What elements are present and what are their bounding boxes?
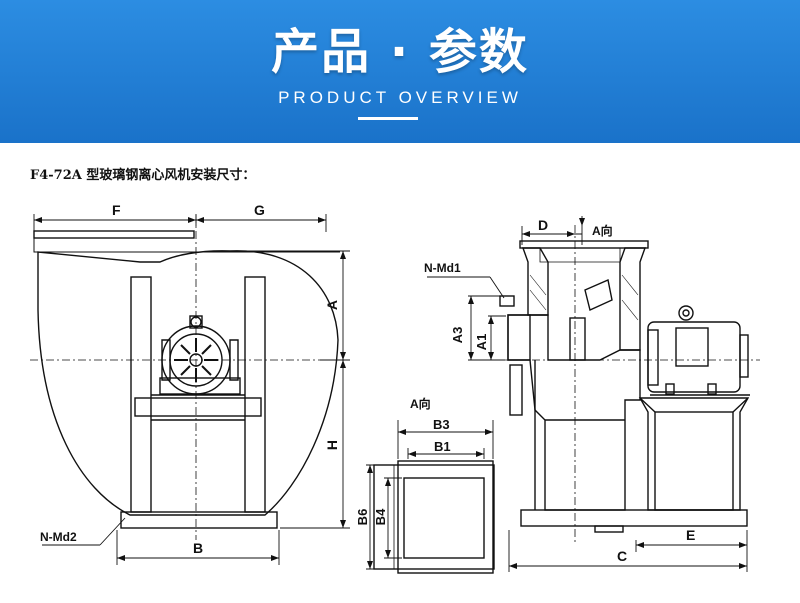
label-e: E bbox=[686, 527, 695, 543]
label-b6: B6 bbox=[355, 509, 370, 526]
right-dimensions bbox=[427, 216, 748, 572]
title-underline bbox=[358, 117, 418, 120]
label-c: C bbox=[617, 548, 627, 564]
label-a-view-right: A向 bbox=[592, 223, 613, 238]
label-b1: B1 bbox=[434, 439, 451, 454]
label-b: B bbox=[193, 540, 203, 556]
label-n-md1: N-Md1 bbox=[424, 261, 461, 275]
header-banner: 产品 · 参数 PRODUCT OVERVIEW bbox=[0, 0, 800, 143]
page-title: 产品 · 参数 bbox=[271, 24, 529, 80]
label-b4: B4 bbox=[373, 508, 388, 525]
label-a: A bbox=[324, 300, 340, 310]
label-a3: A3 bbox=[450, 327, 465, 344]
fan-front-view bbox=[30, 215, 340, 540]
label-g: G bbox=[254, 202, 265, 218]
label-b3: B3 bbox=[433, 417, 450, 432]
label-n-md2: N-Md2 bbox=[40, 530, 77, 544]
diagram-caption: F4-72A 型玻璃钢离心风机安装尺寸： bbox=[30, 168, 256, 183]
left-dimensions bbox=[33, 214, 350, 565]
label-a1: A1 bbox=[474, 334, 489, 351]
flange-a-view bbox=[366, 420, 495, 574]
fan-side-view bbox=[499, 225, 760, 545]
label-a-view-flange: A向 bbox=[410, 396, 431, 411]
label-h: H bbox=[324, 440, 340, 450]
label-d: D bbox=[538, 217, 548, 233]
page-subtitle: PRODUCT OVERVIEW bbox=[278, 88, 522, 107]
label-f: F bbox=[112, 202, 121, 218]
